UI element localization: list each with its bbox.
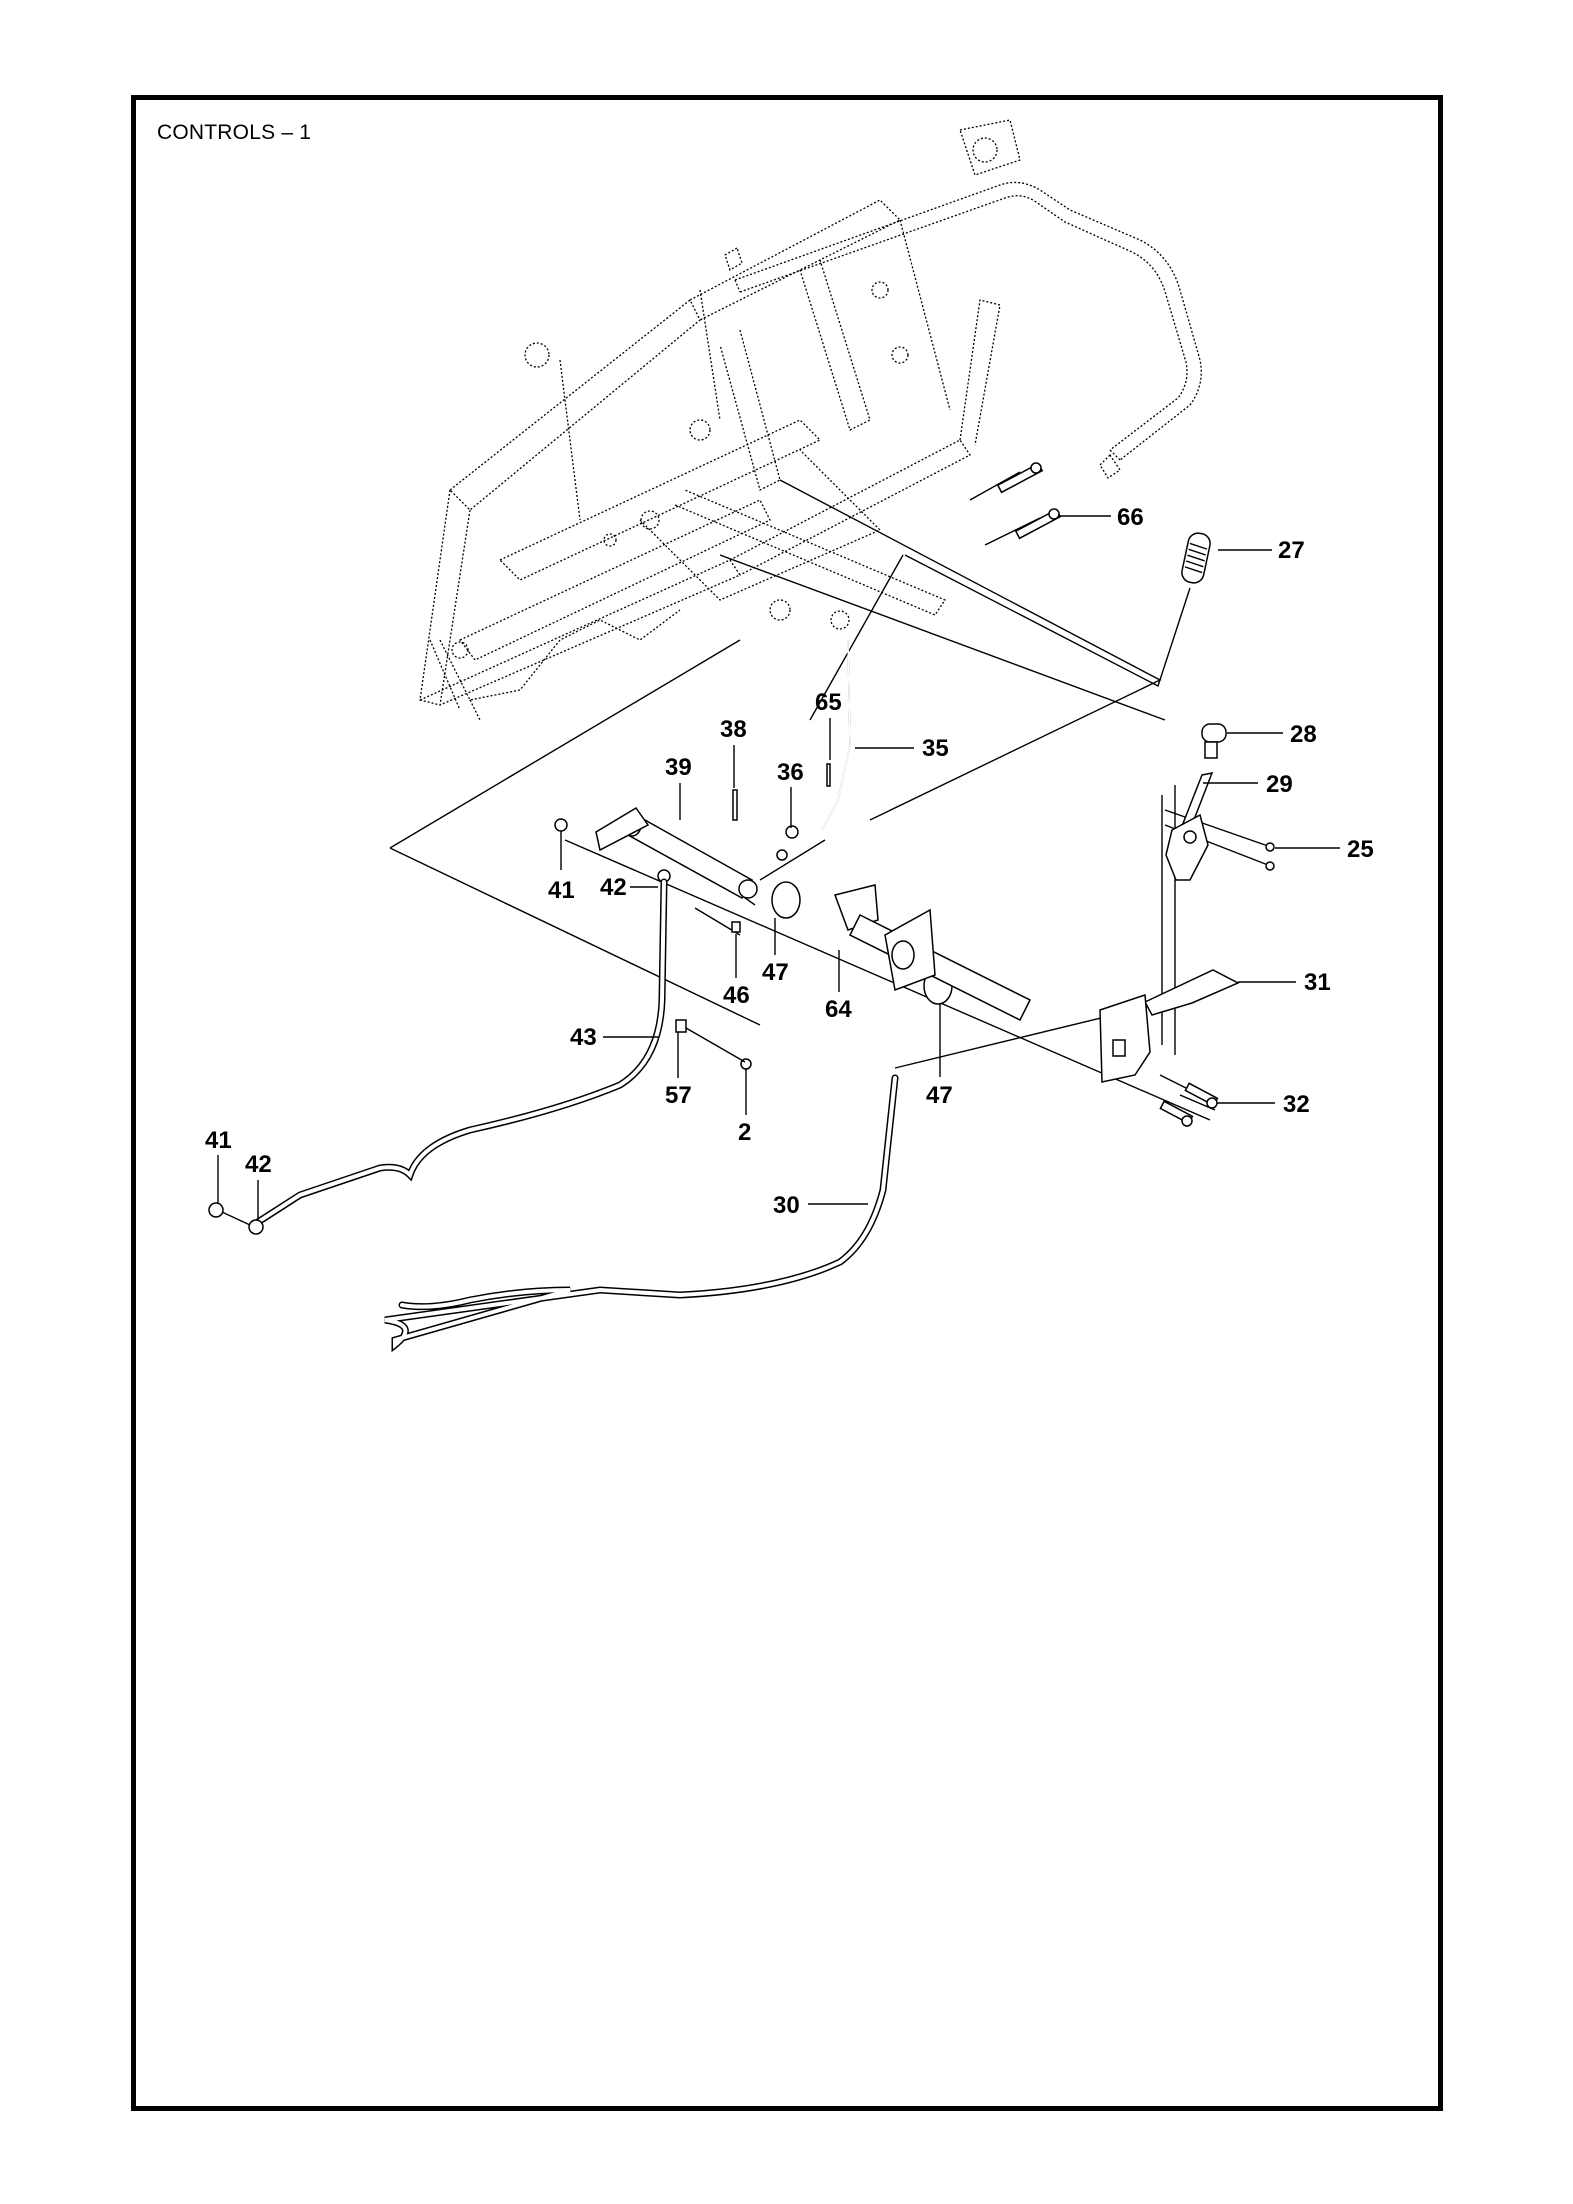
page-border [131,95,1443,2111]
callout-47-upper: 47 [762,959,789,986]
small-knob-part [1201,723,1227,759]
cable-part-43 [254,878,668,1226]
callout-46: 46 [723,982,750,1009]
pin-part [732,789,738,821]
callout-42-upper: 42 [600,874,627,901]
bolt-part [1159,1082,1219,1127]
callout-32: 32 [1283,1091,1310,1118]
ball-joint-part [221,1211,264,1235]
callout-leaders [217,515,1340,1220]
callout-35: 35 [922,735,949,762]
callout-39: 39 [665,754,692,781]
callout-2: 2 [738,1119,751,1146]
screw-part [1265,842,1275,871]
pin-part [826,763,831,787]
lever-part [1165,771,1214,881]
callout-labels: 66 27 28 29 25 65 38 35 39 36 41 42 47 4… [205,504,1374,1219]
callout-38: 38 [720,716,747,743]
mower-frame [419,119,1202,721]
parts [208,462,1275,1353]
cable-part-30 [384,1074,899,1353]
callout-47-lower: 47 [926,1082,953,1109]
callout-64: 64 [825,996,852,1023]
callout-41-upper: 41 [548,877,575,904]
pivot-tube-part [834,884,1032,1022]
nut-part [731,921,741,933]
spring-part [776,825,799,861]
callout-43: 43 [570,1024,597,1051]
nut-part [208,1202,224,1218]
callout-65: 65 [815,689,842,716]
callout-25: 25 [1347,836,1374,863]
page-title: CONTROLS – 1 [157,121,312,144]
callout-29: 29 [1266,771,1293,798]
callout-42-lower: 42 [245,1151,272,1178]
rod-part [821,639,851,831]
nut-part [554,818,568,832]
callout-57: 57 [665,1082,692,1109]
bracket-part [1099,969,1240,1083]
bolt-part [996,462,1062,540]
clip-part [675,1019,752,1070]
callout-31: 31 [1304,969,1331,996]
knob-part [1181,532,1211,584]
callout-66: 66 [1117,504,1144,531]
callout-27: 27 [1278,537,1305,564]
callout-28: 28 [1290,721,1317,748]
callout-30: 30 [773,1192,800,1219]
callout-41-lower: 41 [205,1127,232,1154]
shaft-part [595,806,758,900]
callout-36: 36 [777,759,804,786]
